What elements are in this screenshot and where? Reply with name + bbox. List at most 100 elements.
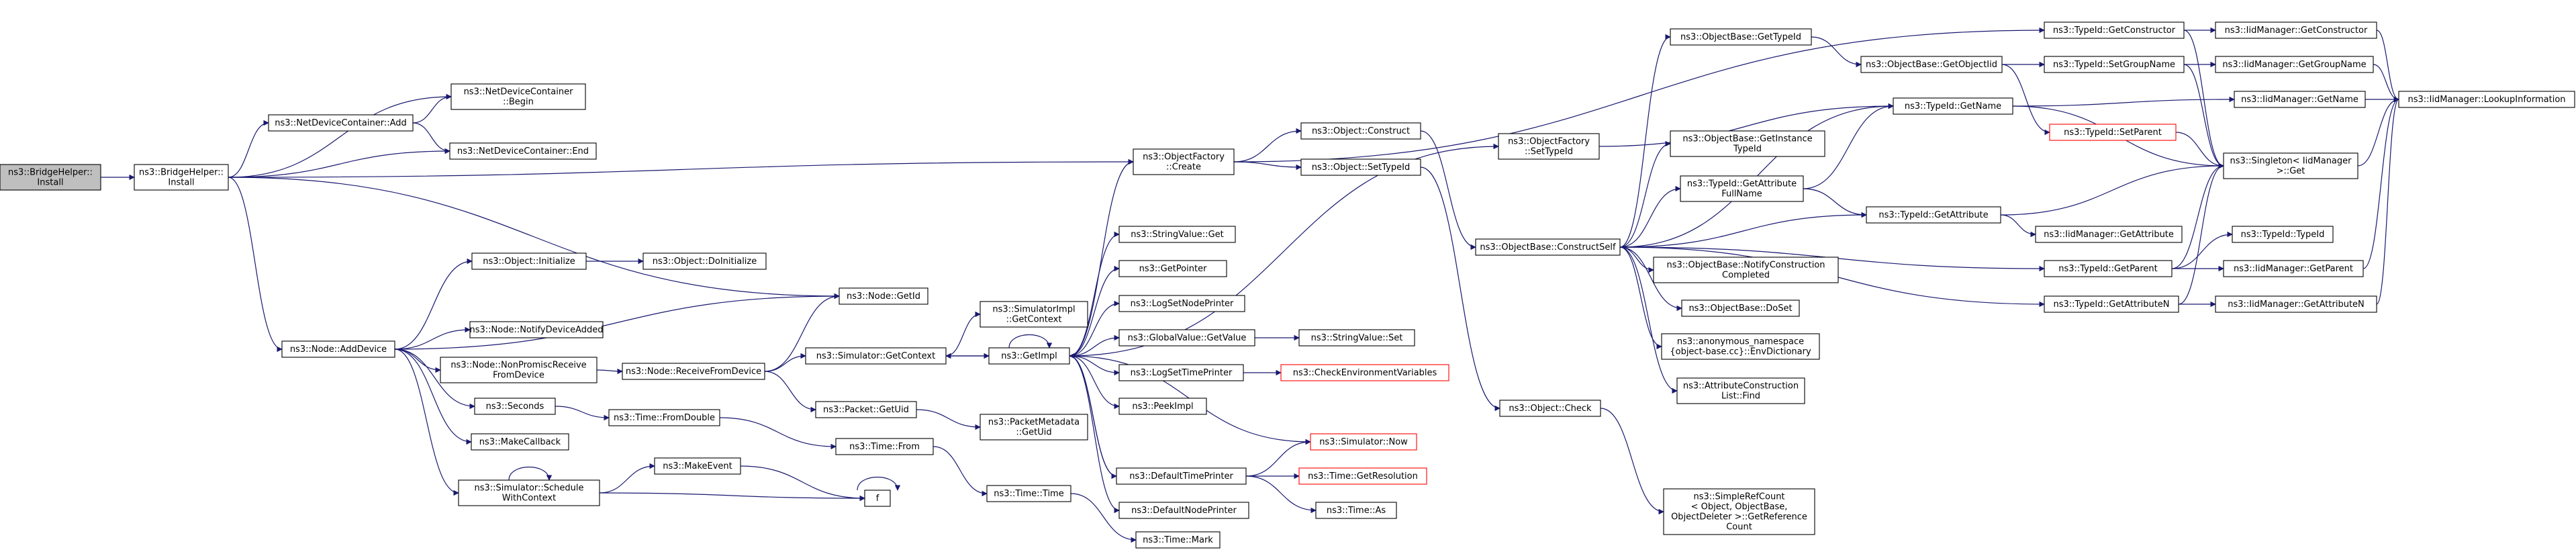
node-label: ns3::Time::GetResolution bbox=[1308, 471, 1418, 481]
node-iid-getname[interactable]: ns3::IidManager::GetName bbox=[2234, 91, 2366, 108]
node-simulator-now[interactable]: ns3::Simulator::Now bbox=[1310, 433, 1417, 451]
node-label: ns3::Time::Mark bbox=[1143, 535, 1213, 545]
node-makecallback[interactable]: ns3::MakeCallback bbox=[471, 433, 569, 451]
node-box bbox=[450, 83, 586, 110]
node-ob-constructself[interactable]: ns3::ObjectBase::ConstructSelf bbox=[1475, 238, 1621, 256]
edge-node-receive-to-sim-getcontext bbox=[764, 353, 806, 372]
node-time-mark[interactable]: ns3::Time::Mark bbox=[1135, 531, 1221, 549]
node-singleton-get[interactable]: ns3::Singleton< IidManager>::Get bbox=[2223, 152, 2358, 179]
edge-getimpl-to-defaultnodeprinter bbox=[1069, 355, 1120, 514]
node-label: ns3::Node::NonPromiscReceive bbox=[450, 361, 586, 371]
node-time-as[interactable]: ns3::Time::As bbox=[1315, 502, 1397, 519]
edge-tid-getname-to-iid-getname bbox=[2012, 96, 2235, 107]
node-label: ns3::Time::From bbox=[849, 442, 920, 452]
node-f[interactable]: f bbox=[864, 490, 891, 507]
node-packet-getuid[interactable]: ns3::Packet::GetUid bbox=[815, 401, 917, 418]
node-tid-getattributen[interactable]: ns3::TypeId::GetAttributeN bbox=[2044, 295, 2179, 313]
node-iid-lookupinformation[interactable]: ns3::IidManager::LookupInformation bbox=[2398, 91, 2575, 108]
node-box bbox=[471, 252, 587, 270]
node-ndc-end[interactable]: ns3::NetDeviceContainer::End bbox=[449, 142, 597, 160]
node-box bbox=[281, 340, 395, 358]
node-object-construct[interactable]: ns3::Object::Construct bbox=[1300, 122, 1421, 140]
node-ob-getobjectiid[interactable]: ns3::ObjectBase::GetObjectIid bbox=[1860, 56, 2003, 73]
node-ob-doset[interactable]: ns3::ObjectBase::DoSet bbox=[1681, 299, 1800, 317]
node-anon-envdict[interactable]: ns3::anonymous_namespace{object-base.cc}… bbox=[1661, 333, 1820, 360]
node-peekimpl[interactable]: ns3::PeekImpl bbox=[1118, 398, 1207, 415]
node-getimpl[interactable]: ns3::GetImpl bbox=[988, 347, 1070, 365]
node-bh-install-root[interactable]: ns3::BridgeHelper::Install bbox=[0, 164, 101, 191]
node-time-from[interactable]: ns3::Time::From bbox=[835, 438, 934, 455]
node-node-adddevice[interactable]: ns3::Node::AddDevice bbox=[281, 340, 395, 358]
node-ob-gettypeid[interactable]: ns3::ObjectBase::GetTypeId bbox=[1670, 28, 1812, 46]
node-getpointer[interactable]: ns3::GetPointer bbox=[1118, 260, 1227, 277]
node-label: Install bbox=[37, 178, 63, 188]
node-node-notify[interactable]: ns3::Node::NotifyDeviceAdded bbox=[469, 321, 604, 338]
node-ndc-begin[interactable]: ns3::NetDeviceContainer::Begin bbox=[450, 83, 586, 110]
node-label: ns3::ObjectBase::GetTypeId bbox=[1680, 32, 1801, 42]
node-ob-notifyconstruction[interactable]: ns3::ObjectBase::NotifyConstructionCompl… bbox=[1653, 257, 1839, 283]
node-tid-getattribute[interactable]: ns3::TypeId::GetAttribute bbox=[1866, 206, 2001, 224]
node-label: ns3::Node::ReceiveFromDevice bbox=[626, 367, 761, 377]
edge-packet-getuid-to-pm-getuid bbox=[916, 409, 981, 430]
node-stringvalue-set[interactable]: ns3::StringValue::Set bbox=[1298, 329, 1415, 347]
edge-bh-install-to-ndc-end bbox=[228, 148, 450, 178]
node-checkenv[interactable]: ns3::CheckEnvironmentVariables bbox=[1280, 364, 1449, 381]
node-tid-getname[interactable]: ns3::TypeId::GetName bbox=[1893, 97, 2013, 115]
node-seconds[interactable]: ns3::Seconds bbox=[474, 398, 556, 415]
node-objfactory-create[interactable]: ns3::ObjectFactory::Create bbox=[1133, 148, 1235, 175]
node-pm-getuid[interactable]: ns3::PacketMetadata::GetUid bbox=[980, 414, 1088, 441]
node-stringvalue-get[interactable]: ns3::StringValue::Get bbox=[1118, 226, 1236, 243]
node-box bbox=[2215, 21, 2377, 39]
node-makeevent[interactable]: ns3::MakeEvent bbox=[654, 457, 741, 475]
node-defaulttimeprinter[interactable]: ns3::DefaultTimePrinter bbox=[1116, 467, 1247, 485]
node-box bbox=[2223, 260, 2364, 277]
node-label: ns3::StringValue::Set bbox=[1311, 333, 1403, 343]
node-label: ns3::TypeId::GetAttributeN bbox=[2053, 299, 2169, 310]
node-bh-install[interactable]: ns3::BridgeHelper::Install bbox=[134, 164, 229, 191]
node-globalvalue-getvalue[interactable]: ns3::GlobalValue::GetValue bbox=[1118, 329, 1255, 347]
node-object-check[interactable]: ns3::Object::Check bbox=[1499, 400, 1601, 417]
node-simimpl-getcontext[interactable]: ns3::SimulatorImpl::GetContext bbox=[980, 301, 1088, 328]
edge-seconds-to-time-fromdouble bbox=[555, 406, 610, 421]
edge-getimpl-to-logsettimeprinter bbox=[1069, 355, 1120, 376]
node-defaultnodeprinter[interactable]: ns3::DefaultNodePrinter bbox=[1118, 502, 1249, 519]
node-ndc-add[interactable]: ns3::NetDeviceContainer::Add bbox=[268, 114, 414, 132]
node-label: ns3::Time::Time bbox=[994, 489, 1063, 499]
edge-object-construct-to-ob-constructself bbox=[1420, 130, 1476, 250]
node-tid-typeid[interactable]: ns3::TypeId::TypeId bbox=[2232, 226, 2334, 243]
node-tid-setparent[interactable]: ns3::TypeId::SetParent bbox=[2049, 124, 2177, 141]
node-logsetnodeprinter[interactable]: ns3::LogSetNodePrinter bbox=[1118, 295, 1245, 312]
node-node-receive[interactable]: ns3::Node::ReceiveFromDevice bbox=[622, 363, 765, 380]
node-iid-getattribute[interactable]: ns3::IidManager::GetAttribute bbox=[2035, 226, 2183, 243]
node-iid-getconstructor[interactable]: ns3::IidManager::GetConstructor bbox=[2215, 21, 2377, 39]
node-sim-getcontext[interactable]: ns3::Simulator::GetContext bbox=[805, 347, 947, 365]
node-label: ns3::ObjectBase::ConstructSelf bbox=[1480, 242, 1616, 252]
node-logsettimeprinter[interactable]: ns3::LogSetTimePrinter bbox=[1118, 364, 1244, 381]
node-object-settypeid[interactable]: ns3::Object::SetTypeId bbox=[1300, 158, 1421, 176]
node-box bbox=[1661, 333, 1820, 360]
node-node-getid[interactable]: ns3::Node::GetId bbox=[839, 287, 928, 305]
node-box bbox=[2049, 124, 2177, 141]
node-label: ns3::IidManager::GetAttributeN bbox=[2228, 299, 2365, 310]
node-box bbox=[1118, 295, 1245, 312]
edge-makeevent-to-f bbox=[740, 465, 865, 502]
node-tid-getconstructor[interactable]: ns3::TypeId::GetConstructor bbox=[2044, 21, 2185, 39]
node-simplerefcount[interactable]: ns3::SimpleRefCount< Object, ObjectBase,… bbox=[1663, 488, 1815, 535]
node-tid-setgroupname[interactable]: ns3::TypeId::SetGroupName bbox=[2044, 56, 2185, 73]
node-iid-getattributen[interactable]: ns3::IidManager::GetAttributeN bbox=[2215, 295, 2377, 313]
node-tid-getparent[interactable]: ns3::TypeId::GetParent bbox=[2044, 260, 2173, 277]
node-object-initialize[interactable]: ns3::Object::Initialize bbox=[471, 252, 587, 270]
node-time-fromdouble[interactable]: ns3::Time::FromDouble bbox=[608, 409, 720, 426]
node-iid-getgroupname[interactable]: ns3::IidManager::GetGroupName bbox=[2215, 56, 2374, 73]
node-object-doinitialize[interactable]: ns3::Object::DoInitialize bbox=[642, 252, 767, 270]
node-time-getresolution[interactable]: ns3::Time::GetResolution bbox=[1298, 467, 1427, 485]
node-time-time[interactable]: ns3::Time::Time bbox=[986, 485, 1071, 502]
node-objfactory-settypeid[interactable]: ns3::ObjectFactory::SetTypeId bbox=[1498, 133, 1600, 160]
node-box bbox=[1280, 364, 1449, 381]
node-iid-getparent[interactable]: ns3::IidManager::GetParent bbox=[2223, 260, 2364, 277]
